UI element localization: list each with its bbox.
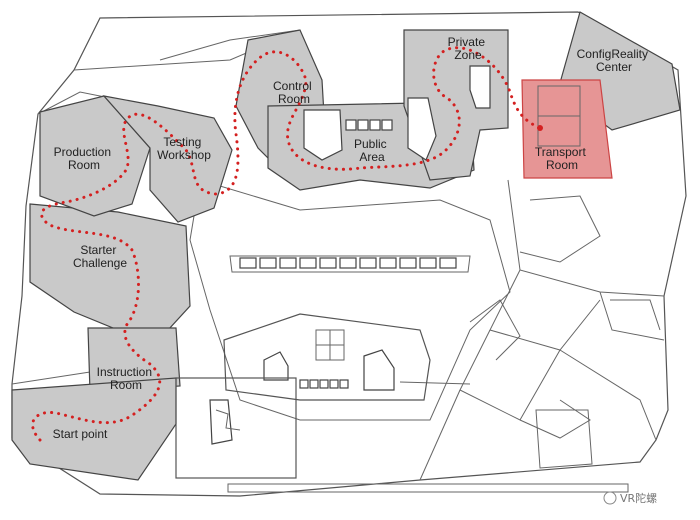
transport-room-inner <box>537 85 581 147</box>
transport-room <box>521 79 613 179</box>
control-room-cutout <box>303 109 343 161</box>
instruction-room-label: Instruction Room <box>97 365 156 392</box>
private-zone-label: Private Zone <box>448 35 489 62</box>
testing-workshop-label: Testing Workshop <box>157 135 211 162</box>
lower-rooms <box>175 377 297 479</box>
partition-walls <box>11 29 665 493</box>
watermark-text: VR陀螺 <box>620 491 657 505</box>
public-area-label: Public Area <box>354 137 390 164</box>
central-hall <box>223 255 471 401</box>
testing-workshop-room <box>102 95 233 223</box>
public-area-desks <box>345 119 393 131</box>
public-area-cutout <box>407 97 437 161</box>
configreality-center-label: ConfigReality Center <box>577 47 652 74</box>
watermark-logo-icon <box>603 491 617 505</box>
production-room-label: Production Room <box>54 145 115 172</box>
transport-room-label: Transport Room <box>535 145 589 172</box>
control-room-label: Control Room <box>273 79 315 106</box>
watermark: VR陀螺 <box>603 491 657 505</box>
visitor-route <box>31 46 542 442</box>
starter-challenge-label: Starter Challenge <box>73 243 127 270</box>
private-zone-cutout <box>469 65 491 109</box>
instruction-room <box>87 327 181 393</box>
start-point-label: Start point <box>53 427 108 441</box>
route-end-marker <box>537 125 543 131</box>
building-outline <box>11 11 687 497</box>
